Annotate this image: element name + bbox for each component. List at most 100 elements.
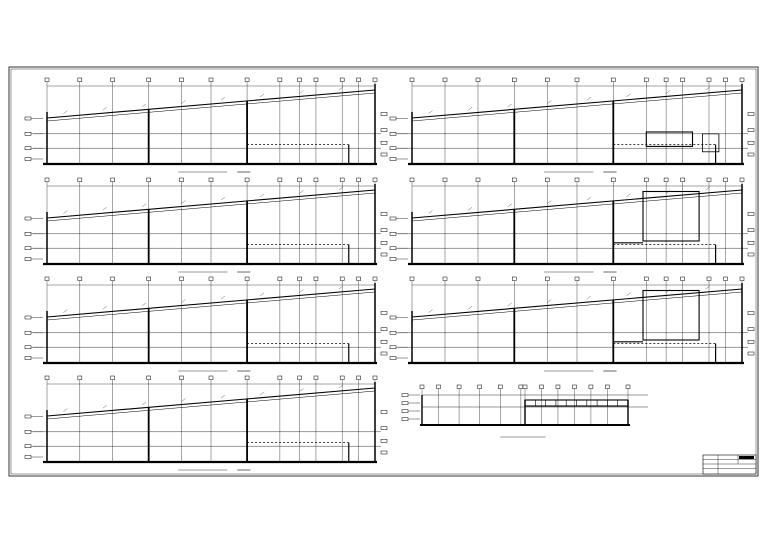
- grid-bubble: [574, 276, 580, 281]
- level-marker: [380, 152, 388, 157]
- level-marker: [24, 331, 32, 335]
- section-panel-5: [24, 276, 388, 372]
- grid-bubble: [372, 177, 378, 182]
- grid-bubble: [146, 177, 151, 182]
- level-marker: [380, 426, 388, 430]
- grid-bubble: [680, 77, 685, 82]
- roof-annotation-leader: [102, 107, 107, 111]
- section-panel-1: [24, 77, 388, 173]
- grid-bubble: [475, 77, 481, 82]
- grid-bubble: [277, 276, 283, 281]
- level-marker: [389, 246, 397, 250]
- grid-bubble: [44, 77, 50, 82]
- grid-bubble: [277, 177, 283, 182]
- level-marker: [24, 257, 32, 261]
- grid-bubble: [574, 177, 580, 182]
- roof-underside: [411, 291, 743, 321]
- roof-annotation-leader: [468, 107, 473, 111]
- grid-bubble: [512, 77, 517, 82]
- roof-annotation-leader: [666, 289, 671, 293]
- roof-annotation-leader: [507, 203, 512, 208]
- roof-line: [46, 89, 376, 119]
- roof-annotation-leader: [260, 391, 265, 395]
- grid-bubble: [339, 177, 345, 182]
- grid-bubble: [409, 276, 415, 281]
- roof-underside: [46, 92, 376, 122]
- grid-bubble: [77, 177, 83, 182]
- grid-bubble: [313, 375, 319, 380]
- grid-bubble: [44, 276, 50, 281]
- grid-bubble: [297, 276, 302, 281]
- title-block: [702, 454, 757, 475]
- grid-bubble: [518, 384, 524, 389]
- grid-bubble: [179, 276, 184, 281]
- level-marker: [380, 351, 388, 356]
- grid-bubble: [611, 276, 616, 281]
- roof-annotation-leader: [63, 210, 68, 214]
- roof-annotation-leader: [705, 285, 710, 290]
- grid-bubble: [644, 77, 649, 82]
- roof-annotation-leader: [338, 186, 344, 191]
- roof-annotation-leader: [142, 401, 147, 406]
- grid-bubble: [372, 77, 378, 82]
- grid-bubble: [179, 77, 184, 82]
- roof-annotation-leader: [338, 86, 344, 91]
- sheet-inner-border: [10, 68, 757, 475]
- roof-line: [411, 288, 743, 318]
- level-marker: [389, 232, 397, 236]
- level-marker: [401, 409, 409, 413]
- roof-annotation-leader: [507, 103, 512, 107]
- roof-line: [411, 189, 743, 219]
- level-marker: [747, 141, 755, 145]
- level-marker: [747, 311, 755, 315]
- level-marker: [380, 128, 388, 132]
- level-marker: [389, 132, 397, 136]
- grid-bubble: [244, 375, 250, 380]
- grid-bubble: [739, 276, 745, 281]
- grid-bubble: [512, 177, 517, 182]
- roof-annotation-leader: [220, 296, 225, 300]
- level-marker: [24, 444, 32, 448]
- roof-annotation-leader: [63, 309, 68, 313]
- level-marker: [389, 116, 397, 121]
- roof-line: [46, 288, 376, 318]
- grid-bubble: [706, 177, 712, 182]
- roof-annotation-leader: [586, 197, 591, 201]
- grid-bubble: [644, 276, 649, 281]
- roof-annotation-leader: [705, 186, 710, 191]
- grid-bubble: [498, 384, 503, 389]
- level-marker: [24, 315, 32, 320]
- grid-bubble: [442, 276, 448, 281]
- roof-line: [46, 189, 376, 219]
- grid-bubble: [356, 375, 361, 380]
- grid-bubble: [297, 375, 302, 380]
- grid-bubble: [611, 77, 616, 82]
- grid-bubble: [110, 276, 115, 281]
- roof-annotation-leader: [428, 110, 433, 114]
- grid-bubble: [572, 384, 577, 389]
- grid-bubble: [297, 177, 302, 182]
- roof-annotation-leader: [428, 309, 433, 313]
- level-marker: [24, 232, 32, 236]
- grid-bubble: [409, 77, 415, 82]
- roof-annotation-leader: [507, 302, 512, 307]
- roof-annotation-leader: [428, 210, 433, 214]
- level-marker: [24, 455, 32, 459]
- grid-bubble: [680, 177, 685, 182]
- grid-bubble: [356, 177, 361, 182]
- roof-annotation-leader: [102, 207, 107, 211]
- grid-bubble: [442, 77, 448, 82]
- grid-bubble: [339, 276, 345, 281]
- grid-bubble: [663, 77, 669, 82]
- grid-bubble: [456, 384, 462, 389]
- roof-annotation-leader: [299, 90, 304, 94]
- level-marker: [389, 146, 397, 150]
- roof-annotation-leader: [142, 302, 147, 307]
- level-marker: [747, 152, 755, 157]
- level-marker: [24, 157, 32, 161]
- grid-bubble: [208, 177, 214, 182]
- grid-bubble: [244, 77, 250, 82]
- level-marker: [389, 356, 397, 360]
- level-marker: [380, 311, 388, 315]
- section-panel-2: [389, 77, 755, 173]
